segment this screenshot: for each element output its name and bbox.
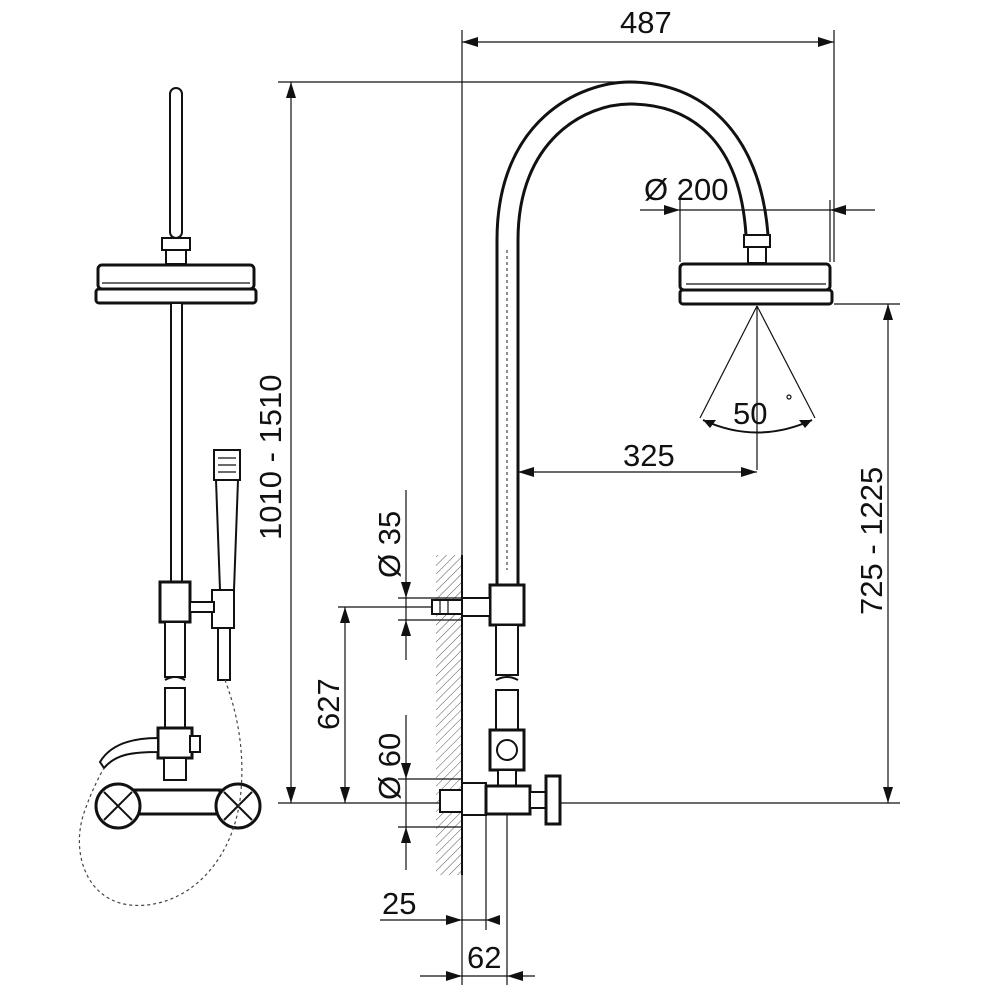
spray-cone [699,305,816,470]
front-vertical-pipe [170,302,183,584]
dim-pipe-diameter-label: Ø 35 [372,511,407,578]
dim-wall-offset-small: 25 [380,815,500,930]
dim-head-height-label: 725 - 1225 [854,467,889,615]
dim-total-height-label: 1010 - 1510 [253,375,288,540]
side-view: 487 Ø 200 50 325 1010 - 1510 [253,5,900,985]
front-hand-shower [211,449,241,681]
front-mixer [94,782,262,830]
front-shower-head [94,263,258,305]
dim-wall-offset: 62 [420,815,535,985]
front-head-nut [161,237,191,251]
front-diverter [98,726,201,781]
dim-connection-height: 627 [311,606,432,803]
dim-top-width-label: 487 [620,5,672,40]
dim-mixer-diameter-label: Ø 60 [372,733,407,800]
dim-arm-reach: 325 [518,438,757,477]
dim-wall-offset-label: 62 [467,940,501,975]
dim-mixer-diameter: Ø 60 [372,715,462,870]
side-slider [488,583,526,627]
front-view [78,87,262,906]
dim-arm-reach-label: 325 [623,438,675,473]
side-shower-head [678,262,834,306]
dim-spray-angle-label: 50 [733,396,767,431]
front-top-pipe [169,87,183,239]
front-slider [158,580,192,624]
dim-head-diameter: Ø 200 [640,172,875,262]
dim-connection-height-label: 627 [311,678,346,730]
dim-top-width: 487 [461,5,835,560]
dim-head-height: 725 - 1225 [560,303,900,804]
dim-pipe-diameter: Ø 35 [372,490,462,660]
dim-wall-offset-small-label: 25 [382,886,416,921]
side-head-nut [743,234,771,248]
dim-total-height: 1010 - 1510 [253,81,630,804]
side-mixer [439,774,562,826]
dim-head-diameter-label: Ø 200 [644,172,728,207]
